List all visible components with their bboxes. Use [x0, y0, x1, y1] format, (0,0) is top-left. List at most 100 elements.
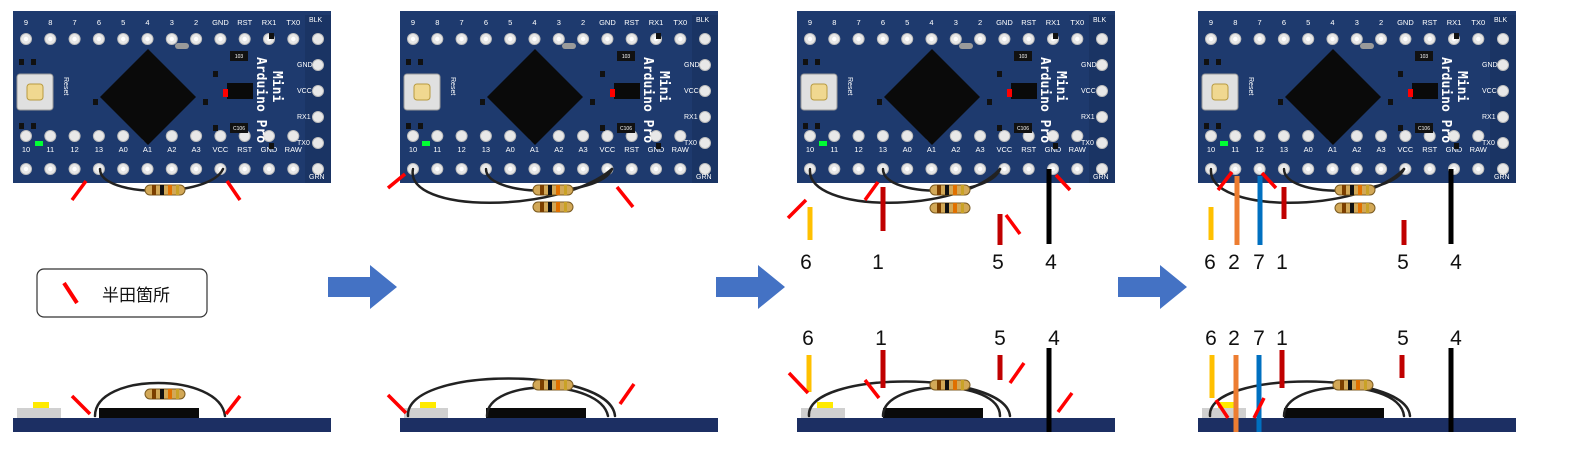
wire-label: 1 [875, 327, 887, 350]
pin-hole [1448, 130, 1460, 142]
top-pin-label: RX1 [649, 18, 664, 27]
top-pin-label: 2 [1379, 18, 1383, 27]
pin-hole [1350, 130, 1363, 142]
wire [807, 380, 1012, 418]
pin-hole [68, 130, 81, 142]
top-pin-label: 3 [557, 18, 561, 27]
smd-chip-label: C106 [620, 126, 632, 132]
solder-mark-icon [1214, 399, 1230, 419]
bottom-pin-label: GND [648, 145, 665, 154]
top-pin-label: 4 [1330, 18, 1334, 27]
top-pin-label: 8 [48, 18, 52, 27]
pin-hole [1497, 33, 1509, 45]
top-pin-label: 5 [508, 18, 512, 27]
resistor-icon [1334, 184, 1376, 196]
power-led [610, 89, 615, 97]
solder-mark-icon [386, 393, 408, 415]
bottom-pin-label: 10 [1207, 145, 1215, 154]
top-pin-label: RST [237, 18, 252, 27]
pin-hole [828, 130, 841, 142]
resistor-icon [1334, 202, 1376, 214]
solder-mark-icon [70, 394, 92, 416]
status-led [35, 141, 43, 146]
side-view-chip [883, 408, 983, 418]
smd-chip-label: 103 [1420, 54, 1429, 60]
resistor-icon [144, 184, 186, 196]
bottom-pin-label: VCC [599, 145, 615, 154]
top-pin-label: RST [1422, 18, 1437, 27]
solder-mark-icon [863, 378, 881, 400]
brand-label: Arduino Pro [1438, 57, 1453, 143]
top-pin-label: 6 [484, 18, 488, 27]
power-led [1007, 89, 1012, 97]
bottom-pin-label: GND [261, 145, 278, 154]
side-view-led [420, 402, 436, 408]
pin-hole [479, 130, 492, 142]
bottom-pin-label: A3 [192, 145, 201, 154]
pin-hole [1497, 85, 1509, 97]
pin-hole [699, 111, 711, 123]
pin-hole [287, 130, 300, 142]
wire-label: 7 [1253, 327, 1265, 350]
pin-hole [998, 130, 1011, 142]
bottom-pin-label: 12 [854, 145, 862, 154]
side-pin-label: RX1 [297, 114, 311, 121]
side-pin-label: VCC [1482, 88, 1497, 95]
pin-hole [699, 137, 711, 149]
pin-hole [1497, 59, 1509, 71]
side-view-button [404, 408, 448, 418]
side-pin-label: RX1 [1081, 114, 1095, 121]
solder-mark-icon [1008, 361, 1026, 385]
legend-label: 半田箇所 [102, 286, 170, 306]
status-led [1220, 141, 1228, 146]
top-pin-label: RX1 [262, 18, 277, 27]
top-pin-label: 8 [832, 18, 836, 27]
bottom-pin-label: A3 [1377, 145, 1386, 154]
solder-mark-icon [1004, 213, 1022, 236]
bottom-pin-label: 12 [70, 145, 78, 154]
solder-mark-icon [1260, 171, 1278, 190]
wire-label: 1 [1276, 327, 1288, 350]
side-pin-label: BLK [1494, 17, 1508, 24]
pin-hole [1096, 85, 1108, 97]
solder-mark-icon [615, 185, 635, 209]
top-pin-label: 9 [808, 18, 812, 27]
side-pin-label: RX1 [684, 114, 698, 121]
wire-label: 6 [1204, 251, 1216, 274]
top-pin-label: RX1 [1046, 18, 1061, 27]
top-pin-label: TX0 [673, 18, 687, 27]
brand-label: Mini [1053, 71, 1068, 102]
pin-hole [601, 130, 614, 142]
bottom-pin-label: A3 [976, 145, 985, 154]
solder-mark-icon [62, 281, 79, 305]
bottom-pin-label: A1 [927, 145, 936, 154]
pin-hole [44, 130, 57, 142]
smd-chip [230, 51, 248, 61]
bottom-pin-label: A3 [579, 145, 588, 154]
pin-hole [431, 130, 444, 142]
regulator-chip [614, 83, 640, 99]
resistor-icon [532, 184, 574, 196]
wire-label: 6 [800, 251, 812, 274]
top-pin-label: 6 [97, 18, 101, 27]
wire-label: 5 [992, 251, 1004, 274]
side-view-chip [99, 408, 199, 418]
mcu-chip [1285, 49, 1381, 145]
power-led [1408, 89, 1413, 97]
resistor-icon [929, 184, 971, 196]
reset-label: Reset [1247, 77, 1254, 95]
bottom-pin-label: A1 [143, 145, 152, 154]
side-pin-label: GRN [1093, 174, 1109, 181]
solder-mark-icon [863, 180, 880, 202]
status-led [422, 141, 430, 146]
side-pin-label: RX1 [1482, 114, 1496, 121]
bottom-pin-label: VCC [212, 145, 228, 154]
pin-hole [1277, 130, 1290, 142]
smd-chip-label: 103 [622, 54, 631, 60]
pin-hole [190, 130, 203, 142]
top-pin-label: 8 [435, 18, 439, 27]
top-pin-label: 2 [581, 18, 585, 27]
solder-mark-icon [786, 198, 808, 220]
